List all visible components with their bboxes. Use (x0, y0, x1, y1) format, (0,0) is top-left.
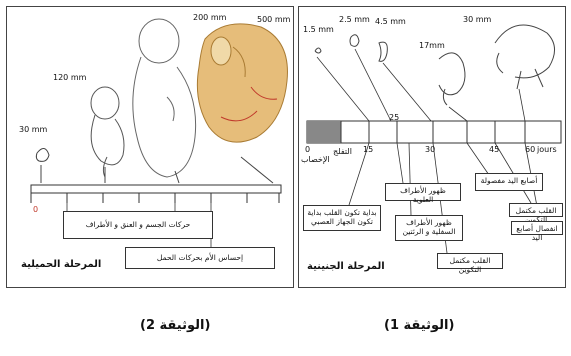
size-label-1-5mm: 1.5 mm (303, 25, 334, 34)
fetal-stage-label: المرحلة الحميلية (21, 259, 101, 270)
scale-30: 30 (425, 145, 435, 154)
embryo-2-5mm-drawing (350, 35, 359, 47)
mother-feels-movement-box: إحساس الأم بحركات الحمل (125, 247, 275, 269)
fetus-200mm-drawing (133, 19, 196, 183)
doc1-caption: (الوثيقة 1) (384, 318, 454, 333)
fetus-30mm-drawing (36, 148, 49, 183)
lower-limbs-lungs-box: ظهور الأطراف السفلية و الرئتين (395, 215, 463, 241)
scale-unit: jours (537, 145, 557, 154)
fetus-120mm-drawing (91, 87, 124, 183)
embryo-30mm-drawing (495, 25, 555, 89)
doc2-caption: (الوثيقة 2) (140, 318, 210, 333)
heart-complete-box-2: القلب مكتمل التكوين (509, 203, 563, 217)
size-label-17mm: 17mm (419, 41, 445, 50)
fertilization-label: الإخصاب (301, 155, 330, 164)
document-2-panel: 30 mm 120 mm 200 mm 500 mm 0 حركات الجسم… (6, 6, 294, 288)
fingers-separation-box: انفصال أصابع اليد (511, 221, 563, 235)
size-label-30mm: 30 mm (19, 125, 47, 134)
embryonic-stage-label: المرحلة الجنينية (307, 261, 385, 272)
size-label-2-5mm: 2.5 mm (339, 15, 370, 24)
heart-nervous-start-box: بداية تكون القلب بداية تكون الجهاز العصب… (303, 205, 381, 231)
size-label-30mm: 30 mm (463, 15, 491, 24)
movements-box: حركات الجسم و العنق و الأطراف (63, 211, 213, 239)
fetus-500mm-drawing (197, 24, 287, 183)
embryo-17mm-drawing (439, 53, 465, 105)
day-25-marker: 25 (389, 113, 399, 122)
cleavage-label: التفلج (333, 147, 352, 156)
embryo-illustrations (7, 7, 293, 287)
document-1-panel: 1.5 mm 2.5 mm 4.5 mm 17mm 30 mm 25 0 الإ… (298, 6, 566, 288)
fingers-separated-box: أصابع اليد مفصولة (475, 173, 543, 191)
size-label-500mm: 500 mm (257, 15, 290, 24)
size-label-120mm: 120 mm (53, 73, 86, 82)
upper-limbs-box: ظهور الأطراف العلوية (385, 183, 461, 201)
size-label-200mm: 200 mm (193, 13, 226, 22)
embryo-1-5mm-drawing (315, 48, 321, 53)
scale-60: 60 (525, 145, 535, 154)
scale-0: 0 (305, 145, 310, 154)
scale-45: 45 (489, 145, 499, 154)
heart-complete-box: القلب مكتمل التكوين (437, 253, 503, 269)
scale-15: 15 (363, 145, 373, 154)
size-label-4-5mm: 4.5 mm (375, 17, 406, 26)
timeline-start-label: 0 (33, 205, 38, 214)
embryo-4-5mm-drawing (379, 42, 387, 61)
